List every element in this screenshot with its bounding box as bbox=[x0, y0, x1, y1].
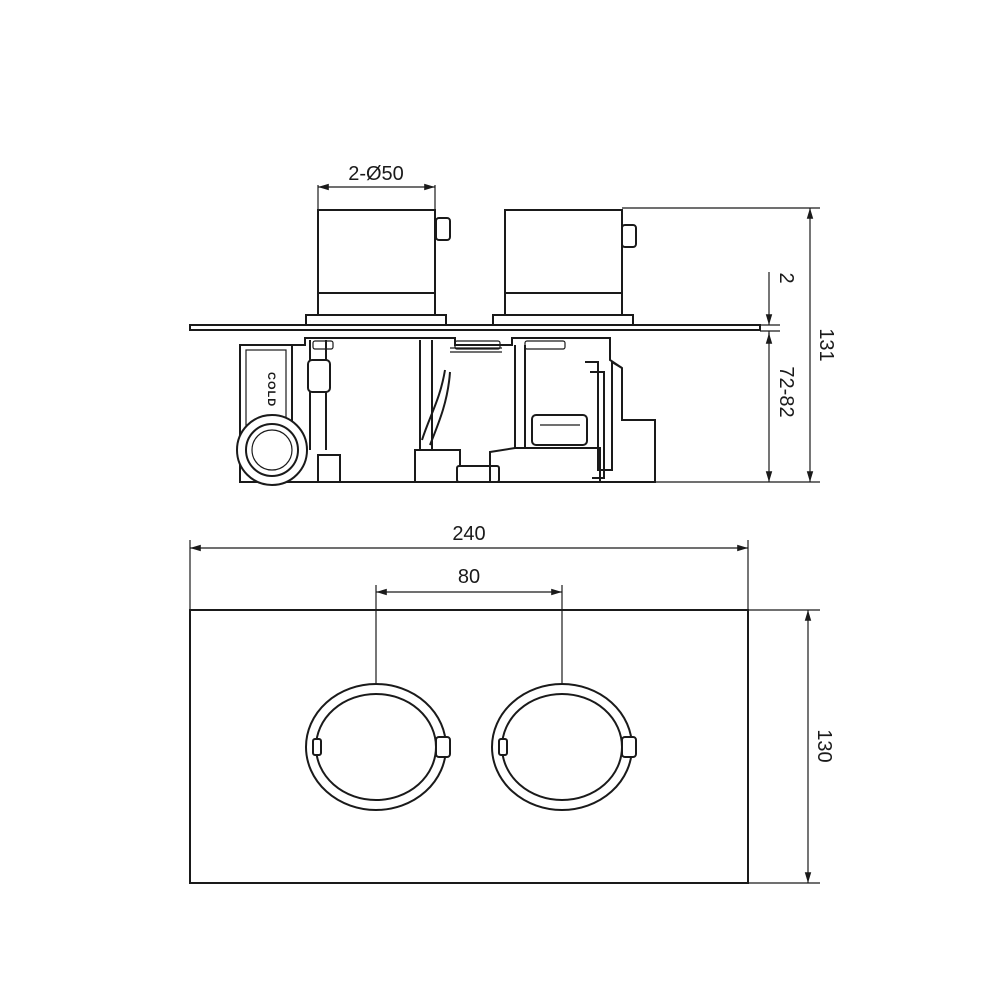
handle-spacing-label: 80 bbox=[458, 566, 480, 588]
body-depth-label: 72-82 bbox=[775, 366, 797, 417]
plate-width-label: 240 bbox=[452, 523, 485, 545]
plate-thickness-label: 2 bbox=[775, 272, 797, 283]
handle-diameter-label: 2-Ø50 bbox=[348, 163, 404, 185]
left-handle-front bbox=[305, 683, 451, 811]
side-view: COLD 2-Ø50 2 72-82 131 bbox=[189, 163, 837, 486]
wall-plate-side bbox=[189, 324, 761, 331]
left-handle-side bbox=[305, 209, 451, 326]
total-depth-label: 131 bbox=[815, 328, 837, 361]
cold-stamp: COLD bbox=[265, 372, 277, 407]
side-dimensions: 2-Ø50 2 72-82 131 bbox=[317, 163, 837, 483]
front-view: 240 80 130 bbox=[189, 523, 835, 884]
plate-height-label: 130 bbox=[813, 729, 835, 762]
right-handle-side bbox=[492, 209, 637, 326]
wall-plate-front bbox=[189, 609, 749, 884]
valve-body: COLD bbox=[236, 337, 656, 486]
front-dimensions: 240 80 130 bbox=[189, 523, 835, 884]
right-handle-front bbox=[491, 683, 637, 811]
